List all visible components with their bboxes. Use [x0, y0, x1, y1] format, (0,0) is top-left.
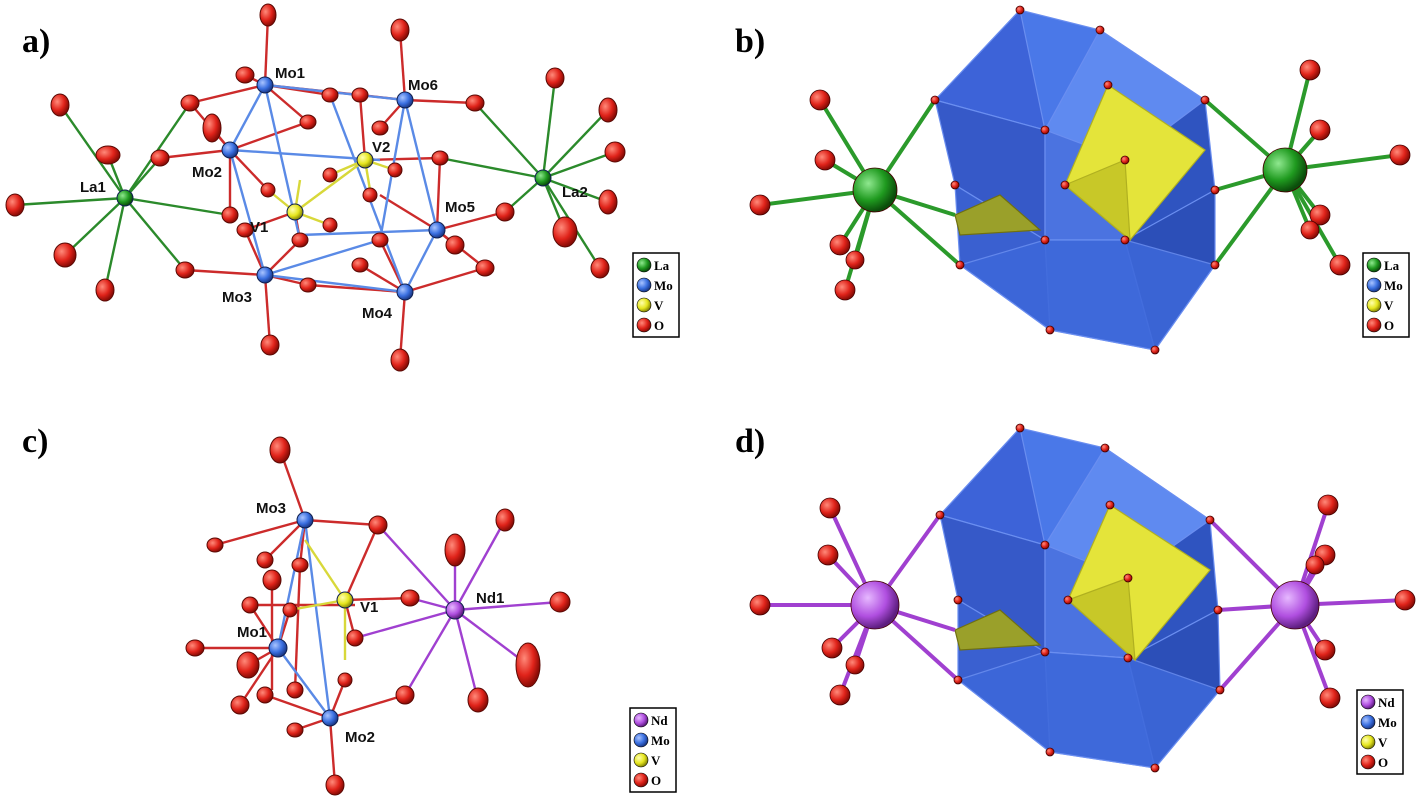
- mo1-atom: [256, 76, 274, 94]
- legend-b-la-swatch: [1366, 257, 1382, 273]
- legend-b-mo-swatch: [1366, 277, 1382, 293]
- label-mo4: Mo4: [362, 305, 393, 322]
- c-mo3-atom: [296, 511, 314, 529]
- legend-b: La Mo V O: [1362, 252, 1410, 338]
- la-atom-left: [852, 167, 898, 213]
- panel-a-atom-labels: Mo1 Mo6 Mo2 V2 La1 La2 Mo5 V1 Mo3 Mo4: [80, 65, 588, 322]
- legend-b-o-swatch: [1366, 317, 1382, 333]
- legend-b-v-swatch: [1366, 297, 1382, 313]
- panel-label-d: d): [735, 423, 765, 460]
- v1-atom: [286, 203, 304, 221]
- mo5-atom: [428, 221, 446, 239]
- panel-c-structure: Mo3 V1 Nd1 Mo1 Mo2: [185, 436, 571, 796]
- legend-d: Nd Mo V O: [1356, 689, 1404, 775]
- label-mo5: Mo5: [445, 199, 475, 216]
- legend-d-o-label: O: [1378, 755, 1388, 770]
- mo4-atom: [396, 283, 414, 301]
- legend-d-mo-label: Mo: [1378, 715, 1397, 730]
- label-c-mo3: Mo3: [256, 500, 286, 517]
- c-v1-atom: [336, 591, 354, 609]
- legend-c-o-swatch: [633, 772, 649, 788]
- label-mo1: Mo1: [275, 65, 305, 82]
- legend-c-nd-swatch: [633, 712, 649, 728]
- label-la2: La2: [562, 184, 588, 201]
- label-la1: La1: [80, 179, 106, 196]
- legend-c-mo-label: Mo: [651, 733, 670, 748]
- mo6-atom: [396, 91, 414, 109]
- c-mo2-atom: [321, 709, 339, 727]
- legend-c: Nd Mo V O: [629, 707, 677, 793]
- label-v2: V2: [372, 139, 390, 156]
- label-mo2: Mo2: [192, 164, 222, 181]
- panel-c-oxygen-atoms: [185, 436, 571, 796]
- legend-b-la-label: La: [1384, 258, 1400, 273]
- legend-a: La Mo V O: [632, 252, 680, 338]
- c-nd1-atom: [445, 600, 465, 620]
- label-c-v1: V1: [360, 599, 378, 616]
- legend-d-o-swatch: [1360, 754, 1376, 770]
- legend-d-v-swatch: [1360, 734, 1376, 750]
- legend-d-nd-label: Nd: [1378, 695, 1395, 710]
- panel-d-structure: [749, 423, 1416, 773]
- v2-atom: [356, 151, 374, 169]
- legend-c-o-label: O: [651, 773, 661, 788]
- panel-label-c: c): [22, 423, 48, 460]
- legend-c-v-swatch: [633, 752, 649, 768]
- panel-a-oxygen-atoms: [5, 3, 626, 372]
- legend-a-mo-swatch: [636, 277, 652, 293]
- label-v1: V1: [250, 219, 268, 236]
- panel-c-metal-atoms: [268, 511, 465, 727]
- panel-b-polyhedra: [933, 8, 1216, 352]
- c-mo1-atom: [268, 638, 288, 658]
- la-atom-right: [1262, 147, 1308, 193]
- legend-a-la-label: La: [654, 258, 670, 273]
- panel-b-structure: [749, 5, 1411, 355]
- panel-label-b: b): [735, 23, 765, 60]
- mo2-atom: [221, 141, 239, 159]
- legend-a-v-swatch: [636, 297, 652, 313]
- panel-d-atoms: [749, 423, 1416, 773]
- legend-d-mo-swatch: [1360, 714, 1376, 730]
- legend-c-mo-swatch: [633, 732, 649, 748]
- panel-a-structure: Mo1 Mo6 Mo2 V2 La1 La2 Mo5 V1 Mo3 Mo4: [5, 3, 626, 372]
- legend-a-o-label: O: [654, 318, 664, 333]
- mo3-atom: [256, 266, 274, 284]
- label-c-mo2: Mo2: [345, 729, 375, 746]
- nd-atom-right: [1270, 580, 1320, 630]
- legend-b-v-label: V: [1384, 298, 1394, 313]
- label-c-mo1: Mo1: [237, 624, 267, 641]
- legend-a-mo-label: Mo: [654, 278, 673, 293]
- legend-b-mo-label: Mo: [1384, 278, 1403, 293]
- nd-atom-left: [850, 580, 900, 630]
- label-c-nd1: Nd1: [476, 590, 504, 607]
- panel-c-atom-labels: Mo3 V1 Nd1 Mo1 Mo2: [237, 500, 504, 746]
- panel-label-a: a): [22, 23, 50, 60]
- legend-a-la-swatch: [636, 257, 652, 273]
- la2-atom: [534, 169, 552, 187]
- panel-c-bonds: [195, 449, 561, 786]
- legend-d-nd-swatch: [1360, 694, 1376, 710]
- legend-a-v-label: V: [654, 298, 664, 313]
- la1-atom: [116, 189, 134, 207]
- label-mo6: Mo6: [408, 77, 438, 94]
- legend-c-nd-label: Nd: [651, 713, 668, 728]
- panel-b-atoms: [749, 5, 1411, 355]
- legend-b-o-label: O: [1384, 318, 1394, 333]
- label-mo3: Mo3: [222, 289, 252, 306]
- legend-a-o-swatch: [636, 317, 652, 333]
- panel-a-metal-atoms: [116, 76, 552, 301]
- panel-d-polyhedra: [938, 426, 1222, 770]
- legend-d-v-label: V: [1378, 735, 1388, 750]
- legend-c-v-label: V: [651, 753, 661, 768]
